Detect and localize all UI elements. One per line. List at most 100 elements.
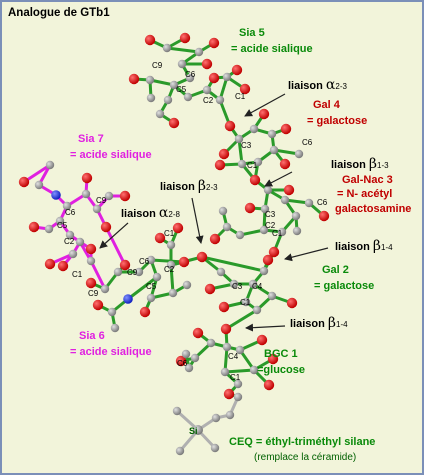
linkage-a28: liaison α2-8 — [121, 205, 180, 221]
arrow-b23 — [191, 197, 204, 244]
linkage-a23: liaison α2-3 — [288, 77, 347, 93]
oxygen-atom — [256, 334, 268, 346]
bond — [89, 259, 107, 291]
oxygen-atom — [119, 190, 131, 202]
oxygen-atom — [249, 174, 261, 186]
carbon-atom — [304, 198, 314, 208]
atom-label: C1 — [235, 92, 246, 101]
oxygen-atom — [179, 32, 191, 44]
carbon-atom — [263, 185, 273, 195]
carbon-atom — [234, 134, 244, 144]
nitrogen-atom — [51, 190, 61, 200]
carbon-atom — [75, 237, 85, 247]
oxygen-atom — [280, 123, 292, 135]
bond — [169, 263, 175, 295]
sia7-desc: = acide sialique — [70, 149, 152, 161]
oxygen-atom — [224, 120, 236, 132]
carbon-atom — [193, 425, 203, 435]
bond — [200, 255, 266, 273]
linkage-b13: liaison β1-3 — [331, 156, 389, 172]
oxygen-atom — [279, 158, 291, 170]
carbon-atom — [211, 413, 221, 423]
linkage-b14-upper: liaison β1-4 — [335, 238, 393, 254]
carbon-atom — [294, 149, 304, 159]
carbon-atom — [280, 195, 290, 205]
gal2-desc: = galactose — [314, 280, 375, 292]
oxygen-atom — [85, 277, 97, 289]
gal4-desc: = galactose — [307, 115, 368, 127]
oxygen-atom — [286, 297, 298, 309]
carbon-atom — [248, 279, 258, 289]
oxygen-atom — [209, 233, 221, 245]
carbon-atom — [45, 160, 55, 170]
carbon-atom — [252, 305, 262, 315]
carbon-atom — [237, 159, 247, 169]
atom-label: C3 — [241, 141, 252, 150]
sia7-name: Sia 7 — [78, 133, 104, 145]
bond — [104, 225, 127, 267]
sia5-desc: = acide sialique — [231, 43, 313, 55]
carbon-atom — [168, 288, 178, 298]
carbon-atom — [162, 43, 172, 53]
bond — [224, 308, 259, 331]
oxygen-atom — [208, 72, 220, 84]
carbon-atom — [177, 59, 187, 69]
carbon-atom — [215, 95, 225, 105]
diagram-title: Analogue de GTb1 — [8, 7, 110, 19]
oxygen-atom — [283, 184, 295, 196]
bgc1-desc: =glucose — [257, 364, 305, 376]
carbon-atom — [163, 95, 173, 105]
carbon-atom — [267, 129, 277, 139]
carbon-atom — [65, 230, 75, 240]
carbon-atom — [269, 145, 279, 155]
atom-label: C6 — [139, 257, 150, 266]
carbon-atom — [235, 230, 245, 240]
atom-label: C6 — [185, 70, 196, 79]
oxygen-atom — [144, 34, 156, 46]
nitrogen-atom — [123, 294, 133, 304]
oxygen-atom — [231, 64, 243, 76]
arrow-b14a — [284, 247, 329, 262]
atom-label: C1 — [164, 229, 175, 238]
carbon-atom — [184, 363, 194, 373]
galnac3-desc2: galactosamine — [335, 203, 412, 215]
atom-label: C9 — [88, 289, 99, 298]
arrow-b14b — [245, 323, 286, 332]
oxygen-atom — [192, 327, 204, 339]
atoms-layer — [18, 32, 330, 456]
carbon-atom — [175, 446, 185, 456]
carbon-atom — [220, 367, 230, 377]
atom-label: C6 — [317, 198, 328, 207]
atom-label: C6 — [302, 138, 313, 147]
oxygen-atom — [28, 221, 40, 233]
oxygen-atom — [244, 202, 256, 214]
atom-label: C6 — [177, 359, 188, 368]
carbon-atom — [100, 284, 110, 294]
carbon-atom — [181, 349, 191, 359]
bond — [223, 368, 256, 374]
sia6-name: Sia 6 — [79, 330, 105, 342]
carbon-atom — [259, 225, 269, 235]
carbon-atom — [182, 280, 192, 290]
carbon-atom — [291, 211, 301, 221]
atom-label: C1 — [272, 229, 283, 238]
atom-label: C3 — [232, 282, 243, 291]
linkage-arrows — [99, 93, 329, 332]
bond — [165, 46, 201, 54]
carbon-atom — [62, 201, 72, 211]
oxygen-atom — [172, 222, 184, 234]
arrow-b13 — [264, 171, 293, 187]
atom-label: C4 — [228, 352, 239, 361]
gal4-name: Gal 4 — [313, 99, 340, 111]
oxygen-atom — [218, 301, 230, 313]
atom-label: C1 — [240, 298, 251, 307]
atom-label: C2 — [164, 265, 175, 274]
carbon-atom — [277, 227, 287, 237]
ceq-desc: (remplace la céramide) — [254, 452, 357, 463]
oxygen-atom — [44, 258, 56, 270]
carbon-atom — [44, 224, 54, 234]
oxygen-atom — [85, 243, 97, 255]
bgc1-name: BGC 1 — [264, 348, 298, 360]
atom-label: C4 — [252, 282, 263, 291]
oxygen-atom — [168, 117, 180, 129]
